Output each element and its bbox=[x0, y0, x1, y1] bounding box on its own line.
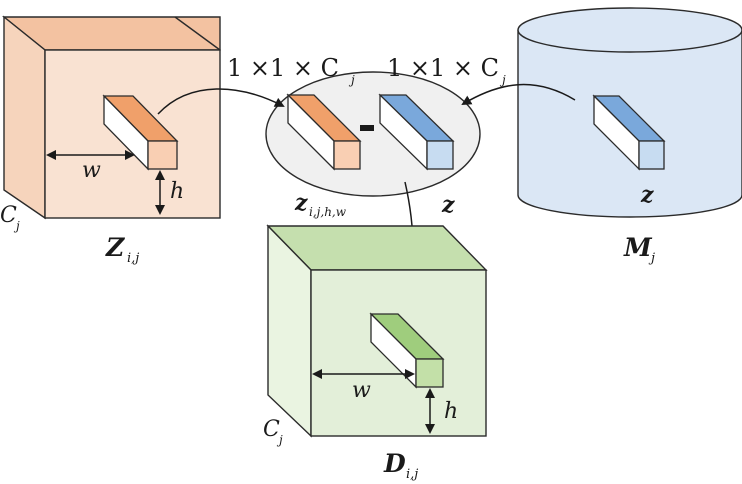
left-width-label: w bbox=[82, 158, 101, 183]
left-height-label: h bbox=[170, 179, 184, 204]
center-orange-block bbox=[286, 93, 362, 171]
zvec-label: z bbox=[294, 190, 308, 216]
top-dim-left: 1 ×1 × C bbox=[227, 54, 339, 82]
bottom-vector-block bbox=[369, 312, 445, 389]
bottom-depth-label: C bbox=[263, 417, 280, 442]
memory-cylinder: z M j bbox=[517, 7, 742, 266]
minus-sign bbox=[360, 125, 374, 131]
left-cube-side-face bbox=[3, 15, 46, 220]
arrow-from-left-block bbox=[157, 88, 285, 115]
left-depth-label: C bbox=[0, 203, 17, 228]
memory-vector-block bbox=[592, 94, 666, 171]
left-feature-cube: w h C j Z i,j bbox=[0, 15, 221, 266]
left-vector-block bbox=[102, 94, 179, 171]
center-blue-block bbox=[378, 93, 455, 171]
left-cube-name: Z bbox=[105, 233, 125, 262]
top-dim-right-sub: j bbox=[499, 73, 506, 87]
arrow-from-memory-block bbox=[461, 83, 576, 106]
bottom-cube-name-sub: i,j bbox=[406, 467, 418, 482]
memory-z-label: z bbox=[640, 182, 654, 208]
bottom-width-label: w bbox=[352, 378, 371, 403]
bottom-distance-cube: w h C j D i,j bbox=[263, 224, 488, 482]
left-cube-name-sub: i,j bbox=[127, 251, 139, 266]
zvec-label-sub: i,j,h,w bbox=[309, 205, 347, 219]
difference-ellipse-group: 1 ×1 × C j 1 ×1 × C j z i,j,h,w z bbox=[227, 54, 506, 219]
bottom-cube-name: D bbox=[383, 449, 406, 478]
memory-name: M bbox=[623, 233, 653, 262]
left-depth-sub: j bbox=[13, 219, 20, 233]
bottom-height-label: h bbox=[444, 399, 458, 424]
memory-name-sub: j bbox=[648, 251, 655, 266]
bottom-depth-sub: j bbox=[276, 433, 283, 447]
center-z-label: z bbox=[441, 192, 455, 218]
memory-cylinder-top bbox=[517, 7, 742, 53]
top-dim-right: 1 ×1 × C bbox=[387, 54, 499, 82]
top-dim-left-sub: j bbox=[348, 73, 355, 87]
